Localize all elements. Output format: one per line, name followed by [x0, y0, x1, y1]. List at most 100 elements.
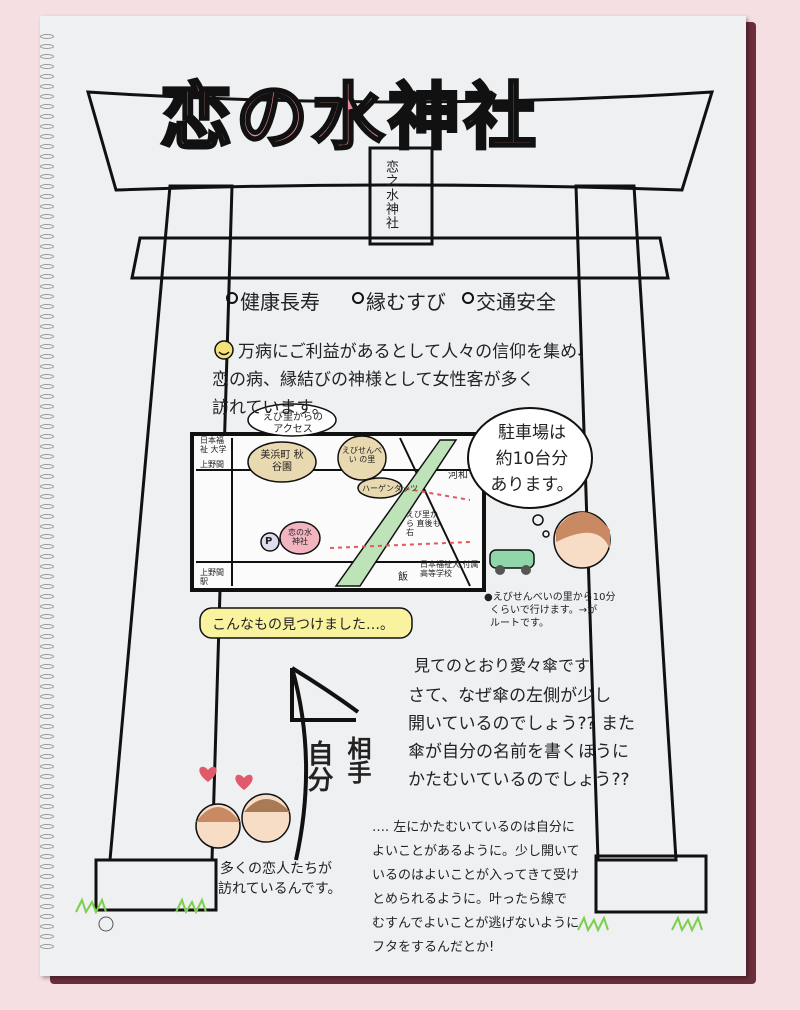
spiral-coil	[40, 54, 54, 59]
parking-bubble	[467, 407, 593, 509]
spiral-coil	[40, 604, 54, 609]
spiral-coil	[40, 924, 54, 929]
umbrella-question-1: さて、なぜ傘の左側が少し	[408, 686, 612, 706]
access-map	[190, 403, 486, 592]
spiral-coil	[40, 244, 54, 249]
torii-right-base	[594, 854, 708, 914]
couple-icon	[195, 793, 291, 849]
spiral-coil	[40, 424, 54, 429]
spiral-coil	[40, 914, 54, 919]
spiral-coil	[40, 694, 54, 699]
intro-line-2: 恋の病、縁結びの神様として女性客が多く	[212, 370, 535, 390]
stamp-icon	[98, 916, 114, 932]
spiral-coil	[40, 804, 54, 809]
spiral-coil	[40, 464, 54, 469]
umbrella-answer-5: むすんでよいことが逃げないように	[372, 916, 580, 931]
spiral-coil	[40, 594, 54, 599]
spiral-coil	[40, 714, 54, 719]
spiral-coil	[40, 944, 54, 949]
torii-cross-beam	[130, 236, 670, 280]
spiral-coil	[40, 94, 54, 99]
benefit-health: 健康長寿	[240, 290, 320, 314]
umbrella-label-self: 自分	[303, 740, 333, 792]
grass-right	[577, 915, 703, 933]
spiral-coil	[40, 874, 54, 879]
spiral-binding	[40, 34, 56, 964]
umbrella-label-partner: 相手	[343, 736, 371, 784]
spiral-coil	[40, 814, 54, 819]
torii-top-beam	[85, 90, 715, 192]
map-label-haagen: ハーゲンダッツ	[362, 484, 418, 493]
spiral-coil	[40, 614, 54, 619]
spiral-coil	[40, 934, 54, 939]
map-label-bus: 日本福祉大 付属高等学校	[420, 560, 479, 578]
spiral-coil	[40, 654, 54, 659]
umbrella-answer-3: いるのはよいことが入ってきて受け	[372, 868, 579, 883]
spiral-coil	[40, 474, 54, 479]
couples-note-2: 訪れているんです。	[218, 881, 342, 897]
map-label-store: 飯	[398, 572, 408, 583]
spiral-coil	[40, 194, 54, 199]
spiral-coil	[40, 374, 54, 379]
spiral-coil	[40, 864, 54, 869]
spiral-coil	[40, 134, 54, 139]
bullet-icon	[352, 292, 364, 304]
spiral-coil	[40, 44, 54, 49]
torii-right-pillar	[574, 184, 678, 862]
spiral-coil	[40, 224, 54, 229]
spiral-coil	[40, 104, 54, 109]
parking-bubble-line-2: 約10台分	[495, 449, 569, 469]
map-label-park: 美浜町 秋谷園	[260, 450, 304, 473]
spiral-coil	[40, 584, 54, 589]
umbrella-answer-2: よいことがあるように。少し開いて	[372, 844, 580, 859]
page-title: 恋の水神社	[158, 74, 541, 161]
plaque-frame	[368, 146, 434, 246]
umbrella-diagram	[290, 666, 360, 861]
guide-face-icon	[553, 511, 611, 569]
spiral-coil	[40, 354, 54, 359]
spiral-coil	[40, 304, 54, 309]
umbrella-answer-4: とめられるように。叶ったら線で	[372, 892, 568, 907]
spiral-coil	[40, 784, 54, 789]
spiral-coil	[40, 514, 54, 519]
spiral-coil	[40, 64, 54, 69]
parking-bubble-line-1: 駐車場は	[498, 423, 566, 443]
spiral-coil	[40, 644, 54, 649]
spiral-coil	[40, 824, 54, 829]
bullet-icon	[226, 292, 238, 304]
spiral-coil	[40, 504, 54, 509]
torii-left-base	[94, 858, 218, 912]
map-label-route: えび里から 直後も右	[406, 510, 441, 537]
spiral-coil	[40, 524, 54, 529]
bullet-icon	[462, 292, 474, 304]
spiral-coil	[40, 904, 54, 909]
spiral-coil	[40, 834, 54, 839]
spiral-coil	[40, 274, 54, 279]
spiral-coil	[40, 454, 54, 459]
spiral-coil	[40, 724, 54, 729]
smiley-icon	[214, 340, 234, 360]
umbrella-question-4: かたむいているのでしょう??	[408, 770, 630, 790]
spiral-coil	[40, 564, 54, 569]
spiral-coil	[40, 444, 54, 449]
intro-line-1: 万病にご利益があるとして人々の信仰を集め、	[238, 342, 595, 362]
intro-line-3: 訪れています。	[212, 398, 329, 418]
spiral-coil	[40, 314, 54, 319]
heart-icon	[199, 766, 217, 782]
spiral-coil	[40, 844, 54, 849]
spiral-coil	[40, 34, 54, 39]
spiral-coil	[40, 764, 54, 769]
spiral-coil	[40, 554, 54, 559]
car-icon	[489, 549, 535, 575]
spiral-coil	[40, 254, 54, 259]
spiral-coil	[40, 754, 54, 759]
spiral-coil	[40, 284, 54, 289]
spiral-coil	[40, 144, 54, 149]
spiral-coil	[40, 884, 54, 889]
spiral-coil	[40, 744, 54, 749]
parking-note-line-1: ●えびせんべいの里から10分	[484, 592, 616, 603]
spiral-coil	[40, 74, 54, 79]
benefit-traffic: 交通安全	[476, 290, 556, 314]
spiral-coil	[40, 214, 54, 219]
